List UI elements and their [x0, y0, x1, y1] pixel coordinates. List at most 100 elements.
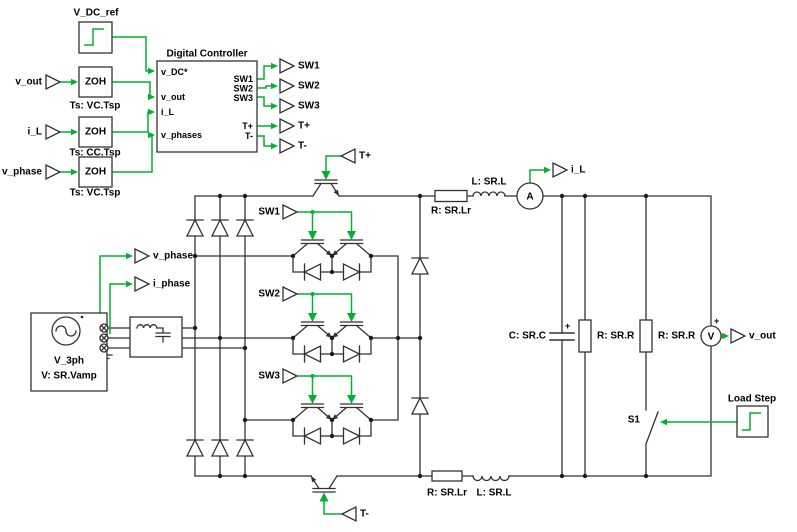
from-tag-tplus[interactable]: T+	[340, 148, 371, 164]
goto-tag-sw3[interactable]: SW3	[279, 98, 320, 114]
igbt[interactable]	[292, 321, 333, 339]
goto-tag-il[interactable]: i_L	[552, 162, 585, 178]
diode[interactable]	[303, 345, 322, 363]
goto-tag-icon[interactable]	[279, 118, 295, 134]
three-phase-source-block[interactable]: V_3ph V: SR.Vamp	[30, 312, 108, 392]
junction-dot	[329, 417, 335, 423]
diode[interactable]	[303, 263, 322, 281]
ammeter-icon[interactable]	[516, 182, 544, 210]
from-tag-sw3[interactable]: SW3	[258, 368, 298, 384]
junction-dots	[192, 193, 649, 479]
controller-box[interactable]	[156, 60, 258, 153]
diode[interactable]	[411, 257, 429, 275]
dc-capacitor[interactable]: + C: SR.C	[509, 321, 575, 342]
goto-tag-icon[interactable]	[552, 162, 568, 178]
igbt[interactable]	[331, 239, 372, 257]
step-source-block[interactable]	[736, 405, 769, 438]
load-step-block[interactable]: Load Step	[728, 394, 776, 438]
goto-tag-tminus[interactable]: T-	[279, 138, 307, 154]
junction-dot	[242, 345, 248, 351]
from-tag-icon[interactable]	[282, 368, 298, 384]
diode[interactable]	[411, 397, 429, 415]
tag-label: T-	[298, 141, 307, 152]
from-tag-sw2[interactable]: SW2	[258, 286, 298, 302]
goto-tag-icon[interactable]	[730, 328, 746, 344]
tag-label: T+	[298, 121, 310, 132]
step-source-block[interactable]	[78, 21, 113, 54]
diode[interactable]	[211, 219, 229, 237]
zoh-box[interactable]	[78, 66, 113, 98]
goto-tag-icon[interactable]	[279, 58, 295, 74]
port-out-sw2: SW2	[233, 84, 253, 94]
zoh-box[interactable]	[78, 116, 113, 148]
zoh-block-vout[interactable]: ZOH Ts: VC.Tsp	[70, 66, 121, 112]
igbt[interactable]	[331, 321, 372, 339]
igbt-t-plus[interactable]	[312, 179, 340, 197]
port-x	[100, 344, 108, 352]
goto-tag-tplus[interactable]: T+	[279, 118, 310, 134]
top-branch[interactable]: R: SR.Lr L: SR.L	[431, 177, 507, 217]
diode[interactable]	[342, 427, 361, 445]
lc-filter-block[interactable]	[129, 316, 183, 358]
diode[interactable]	[342, 345, 361, 363]
igbt[interactable]	[292, 239, 333, 257]
diode[interactable]	[186, 219, 204, 237]
input-tag-vphase[interactable]: v_phase	[2, 164, 61, 180]
from-tag-icon[interactable]	[282, 204, 298, 220]
goto-tag-icon[interactable]	[279, 98, 295, 114]
source-box[interactable]	[30, 312, 108, 392]
digital-controller-block[interactable]: Digital Controller v_DC* v_out i_L v_pha…	[156, 49, 258, 153]
goto-tag-vphase[interactable]: v_phase	[134, 248, 193, 264]
goto-tag-iphase[interactable]: i_phase	[134, 276, 191, 292]
diode[interactable]	[236, 439, 254, 457]
ammeter[interactable]: A	[516, 182, 544, 210]
junction-dot	[368, 253, 374, 259]
capacitor-plates[interactable]	[549, 332, 575, 341]
junction-dot	[417, 193, 423, 199]
load-resistor-2[interactable]: R: SR.R	[639, 319, 696, 353]
goto-tag-icon[interactable]	[279, 138, 295, 154]
goto-tag-icon[interactable]	[279, 78, 295, 94]
zoh-block-il[interactable]: ZOH Ts: CC.Tsp	[69, 116, 121, 159]
resistor-top[interactable]	[434, 189, 468, 203]
input-tag-il[interactable]: i_L	[28, 124, 61, 140]
goto-tag-sw2[interactable]: SW2	[279, 78, 320, 94]
inductor-top[interactable]	[472, 191, 506, 197]
voltmeter[interactable]: V +	[700, 316, 722, 347]
switch-s1[interactable]: S1	[628, 415, 641, 426]
igbt-t-minus[interactable]	[310, 475, 338, 493]
from-tag-icon[interactable]	[282, 286, 298, 302]
igbt[interactable]	[292, 403, 333, 421]
resistor-bottom[interactable]	[431, 470, 463, 482]
load-resistor-1[interactable]: R: SR.R	[578, 319, 635, 353]
inductor-bottom[interactable]	[472, 475, 510, 482]
from-tag-icon[interactable]	[340, 148, 356, 164]
input-tag-vout[interactable]: v_out	[15, 74, 61, 90]
from-tag-icon[interactable]	[45, 74, 61, 90]
step-icon	[742, 412, 761, 431]
diode[interactable]	[342, 263, 361, 281]
from-tag-icon[interactable]	[341, 506, 357, 522]
goto-tag-icon[interactable]	[134, 248, 150, 264]
from-tag-icon[interactable]	[45, 164, 61, 180]
bottom-branch[interactable]: R: SR.Lr L: SR.L	[427, 470, 512, 499]
goto-tag-vout[interactable]: v_out	[730, 328, 776, 344]
voltmeter-icon[interactable]	[700, 325, 722, 347]
zoh-block-vphase[interactable]: ZOH Ts: VC.Tsp	[70, 156, 121, 199]
resistor-body[interactable]	[578, 319, 592, 353]
from-tag-tminus[interactable]: T-	[341, 506, 369, 522]
diode[interactable]	[186, 439, 204, 457]
diode[interactable]	[236, 219, 254, 237]
igbt[interactable]	[331, 403, 372, 421]
vdc-ref-block[interactable]: V_DC_ref	[73, 8, 119, 54]
diode[interactable]	[303, 427, 322, 445]
from-tag-icon[interactable]	[45, 124, 61, 140]
goto-tag-sw1[interactable]: SW1	[279, 58, 320, 74]
goto-tag-icon[interactable]	[134, 276, 150, 292]
diode[interactable]	[211, 439, 229, 457]
from-tag-sw1[interactable]: SW1	[258, 204, 298, 220]
zoh-box[interactable]	[78, 156, 113, 188]
tag-label: SW1	[298, 61, 320, 72]
resistor-body[interactable]	[639, 319, 653, 353]
